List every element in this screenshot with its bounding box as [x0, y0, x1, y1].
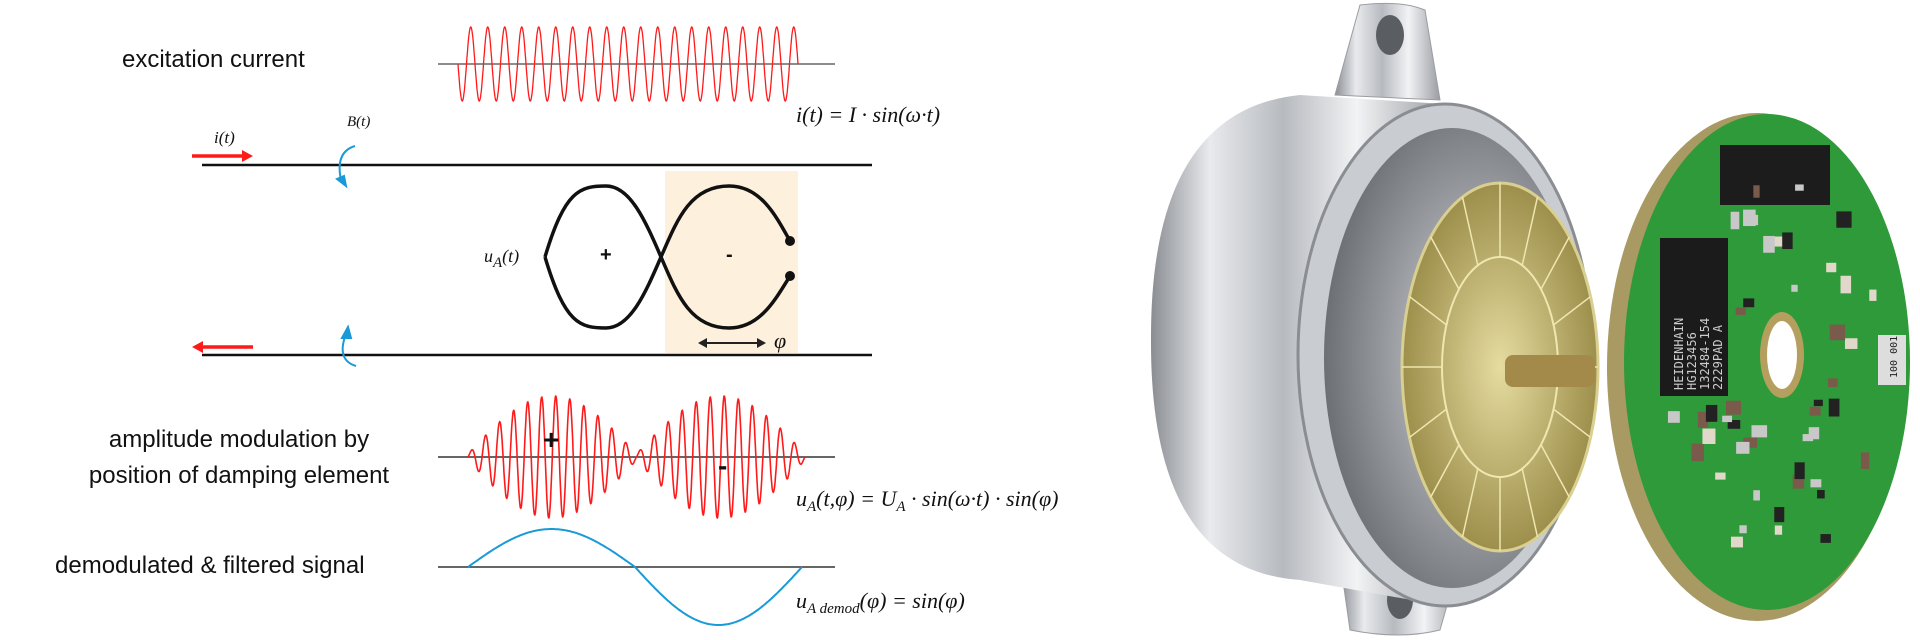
smd-component — [1753, 185, 1760, 198]
smd-component — [1739, 525, 1747, 534]
smd-component — [1715, 472, 1726, 480]
demod-formula: uA demod(φ) = sin(φ) — [796, 588, 965, 617]
smd-component — [1791, 284, 1798, 292]
smd-component — [1829, 324, 1846, 341]
smd-component — [1763, 235, 1775, 253]
am-label-line1: amplitude modulation by — [108, 426, 370, 453]
smd-component — [1736, 441, 1750, 454]
smd-component — [1774, 525, 1783, 535]
scale-segment-line — [1540, 444, 1570, 498]
smd-component — [1702, 428, 1716, 444]
smd-component — [1743, 298, 1755, 308]
smd-component — [1667, 411, 1680, 423]
excitation-signal — [457, 26, 799, 102]
field-arrow-bottom-icon — [340, 324, 357, 367]
smd-component — [1820, 534, 1831, 543]
ic-chip — [1660, 238, 1728, 396]
coil-terminal — [785, 271, 795, 281]
smd-component — [1722, 415, 1733, 423]
smd-component — [1836, 211, 1852, 228]
plus-sign: + — [600, 244, 612, 266]
smd-component — [1794, 462, 1805, 480]
smd-component — [1817, 490, 1825, 499]
damping-element-region — [665, 171, 798, 353]
am-formula: uA(t,φ) = UA · sin(ω·t) · sin(φ) — [796, 486, 1059, 515]
connector — [1720, 145, 1830, 205]
smd-component — [1727, 419, 1741, 429]
field-arrow-top-icon — [335, 145, 356, 189]
scale-segment-line — [1461, 468, 1479, 538]
shaft — [1505, 355, 1595, 387]
smd-component — [1795, 184, 1804, 191]
scale-segment-line — [1553, 408, 1591, 439]
sensor-coil-upper — [543, 184, 792, 330]
smd-component — [1730, 211, 1740, 230]
phi-label: φ — [774, 328, 787, 353]
smd-component — [1809, 406, 1821, 416]
smd-component — [1751, 425, 1768, 438]
demod-signal — [467, 528, 803, 626]
ua-label: uA(t) — [484, 246, 520, 271]
smd-component — [1735, 307, 1746, 315]
smd-component — [1705, 404, 1718, 422]
smd-component — [1697, 411, 1709, 428]
smd-component — [1726, 400, 1742, 415]
excitation-formula: i(t) = I · sin(ω·t) — [796, 102, 941, 127]
smd-component — [1860, 452, 1870, 469]
current-arrow-right-icon — [192, 150, 253, 162]
svg-text:HEIDENHAINHG123456132484-15422: HEIDENHAINHG123456132484-1542229PAD A — [1672, 318, 1725, 390]
scale-segment-line — [1430, 444, 1460, 498]
smd-component — [1782, 232, 1793, 250]
smd-component — [1802, 434, 1814, 442]
flange-hole — [1376, 15, 1404, 55]
svg-text:100 001: 100 001 — [1889, 336, 1900, 378]
smd-component — [1828, 398, 1840, 417]
demod-label: demodulated & filtered signal — [55, 552, 365, 579]
smd-component — [1826, 262, 1837, 273]
smd-component — [1774, 507, 1785, 523]
wire-current-label: i(t) — [214, 128, 235, 147]
smd-component — [1828, 378, 1838, 387]
smd-component — [1810, 479, 1822, 488]
scale-segment-line — [1409, 295, 1447, 326]
smd-component — [1743, 437, 1758, 448]
coil-terminal — [785, 236, 795, 246]
am-label-line2: position of damping element — [88, 462, 390, 489]
smd-component — [1808, 427, 1820, 440]
smd-component — [1691, 443, 1705, 462]
smd-component — [1869, 289, 1877, 301]
smd-component — [1792, 474, 1805, 489]
scale-segment-line — [1461, 196, 1479, 266]
double-arrow-icon — [698, 338, 766, 348]
scale-segment-line — [1540, 236, 1570, 290]
encoder-photo: HEIDENHAINHG123456132484-1542229PAD A 10… — [1150, 2, 1910, 636]
excitation-current-label: excitation current — [122, 46, 305, 73]
scale-segment-line — [1553, 295, 1591, 326]
minus-sign: - — [726, 244, 733, 266]
smd-component — [1840, 275, 1852, 294]
smd-component — [1753, 490, 1760, 501]
smd-component — [1730, 536, 1743, 548]
smd-component — [1844, 338, 1858, 349]
scale-segment-line — [1521, 468, 1539, 538]
am-minus-sign: - — [718, 450, 728, 481]
current-arrow-left-icon — [192, 341, 253, 353]
field-label: B(t) — [347, 114, 371, 130]
scale-segment-line — [1409, 408, 1447, 439]
scale-segment-line — [1521, 196, 1539, 266]
am-signal — [467, 395, 806, 519]
am-plus-sign: + — [543, 424, 560, 455]
smd-component — [1769, 236, 1784, 247]
scale-segment-line — [1430, 236, 1460, 290]
smd-component — [1813, 399, 1823, 407]
smd-component — [1749, 214, 1759, 226]
component — [1878, 335, 1906, 385]
